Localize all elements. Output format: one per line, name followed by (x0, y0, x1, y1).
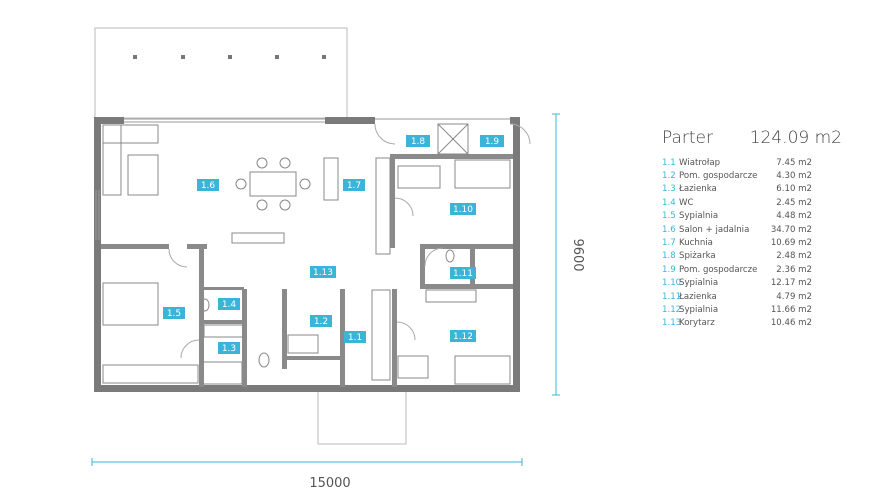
tag-1-12: 1.12 (453, 332, 473, 342)
room-name: WC (679, 197, 694, 208)
room-name: Korytarz (679, 318, 715, 329)
beds (102, 159, 511, 385)
room-name: Łazienka (679, 291, 717, 302)
room-area: 2.36 m2 (776, 264, 812, 275)
room-name: Salon + jadalnia (679, 224, 750, 235)
room-num: 1.6 (662, 224, 676, 235)
tag-1-4: 1.4 (222, 300, 237, 310)
dining-table (235, 157, 311, 211)
tag-1-7: 1.7 (347, 181, 361, 191)
room-area: 2.45 m2 (776, 197, 812, 208)
tag-1-3: 1.3 (222, 344, 236, 354)
room-num: 1.1 (662, 157, 676, 168)
room-num: 1.10 (662, 278, 682, 289)
pantry-shelves (371, 123, 469, 381)
kitchen-island (231, 157, 391, 255)
tag-1-2: 1.2 (314, 317, 328, 327)
room-num: 1.3 (662, 184, 676, 195)
legend-header: Parter 124.09 m2 (662, 128, 842, 148)
room-name: Sypialnia (679, 304, 719, 315)
room-num: 1.2 (662, 171, 676, 182)
floor-title: Parter (662, 128, 714, 148)
tag-1-13: 1.13 (313, 268, 333, 278)
room-num: 1.9 (662, 264, 676, 275)
tag-1-1: 1.1 (348, 333, 362, 343)
room-name: Pom. gospodarcze (679, 264, 758, 275)
terrace (94, 27, 348, 119)
room-num: 1.8 (662, 251, 676, 262)
room-area: 12.17 m2 (770, 278, 812, 289)
room-num: 1.5 (662, 211, 676, 222)
room-name: Łazienka (679, 184, 717, 195)
room-tags: 1.1 1.2 1.3 1.4 1.5 1.6 1.7 1.8 1.9 1.10… (163, 135, 504, 354)
tag-1-6: 1.6 (201, 181, 216, 191)
room-name: Kuchnia (679, 238, 713, 249)
width-label: 15000 (309, 476, 350, 491)
room-area: 10.69 m2 (770, 238, 812, 249)
room-num: 1.7 (662, 238, 676, 249)
room-name: Pom. gospodarcze (679, 171, 758, 182)
depth-label: 9600 (570, 238, 585, 271)
room-area: 2.48 m2 (776, 251, 812, 262)
width-dimension: 15000 (91, 458, 523, 491)
room-area: 7.45 m2 (776, 157, 812, 168)
room-num: 1.4 (662, 197, 676, 208)
tag-1-5: 1.5 (167, 309, 181, 319)
room-num: 1.12 (662, 304, 682, 315)
entrance-steps (317, 389, 407, 445)
room-area: 4.79 m2 (776, 291, 812, 302)
total-area: 124.09 m2 (749, 128, 842, 148)
room-area: 6.10 m2 (776, 184, 812, 195)
room-name: Sypialnia (679, 211, 719, 222)
room-name: Sypialnia (679, 278, 719, 289)
doors (168, 123, 531, 359)
tag-1-9: 1.9 (485, 137, 500, 147)
room-area: 34.70 m2 (770, 224, 812, 235)
bathroom-fixtures (199, 249, 477, 385)
room-num: 1.13 (662, 318, 682, 329)
sofa (102, 124, 159, 196)
room-area: 4.30 m2 (776, 171, 812, 182)
depth-dimension: 9600 (552, 113, 585, 396)
outer-walls (94, 117, 520, 392)
room-area: 4.48 m2 (776, 211, 812, 222)
room-name: Spiżarka (679, 251, 716, 262)
tag-1-10: 1.10 (453, 205, 473, 215)
room-area: 10.46 m2 (770, 318, 812, 329)
room-name: Wiatrołap (679, 157, 721, 168)
tag-1-11: 1.11 (453, 269, 473, 279)
room-num: 1.11 (662, 291, 682, 302)
interior-walls (101, 154, 513, 387)
room-area: 11.66 m2 (770, 304, 812, 315)
tag-1-8: 1.8 (411, 137, 426, 147)
